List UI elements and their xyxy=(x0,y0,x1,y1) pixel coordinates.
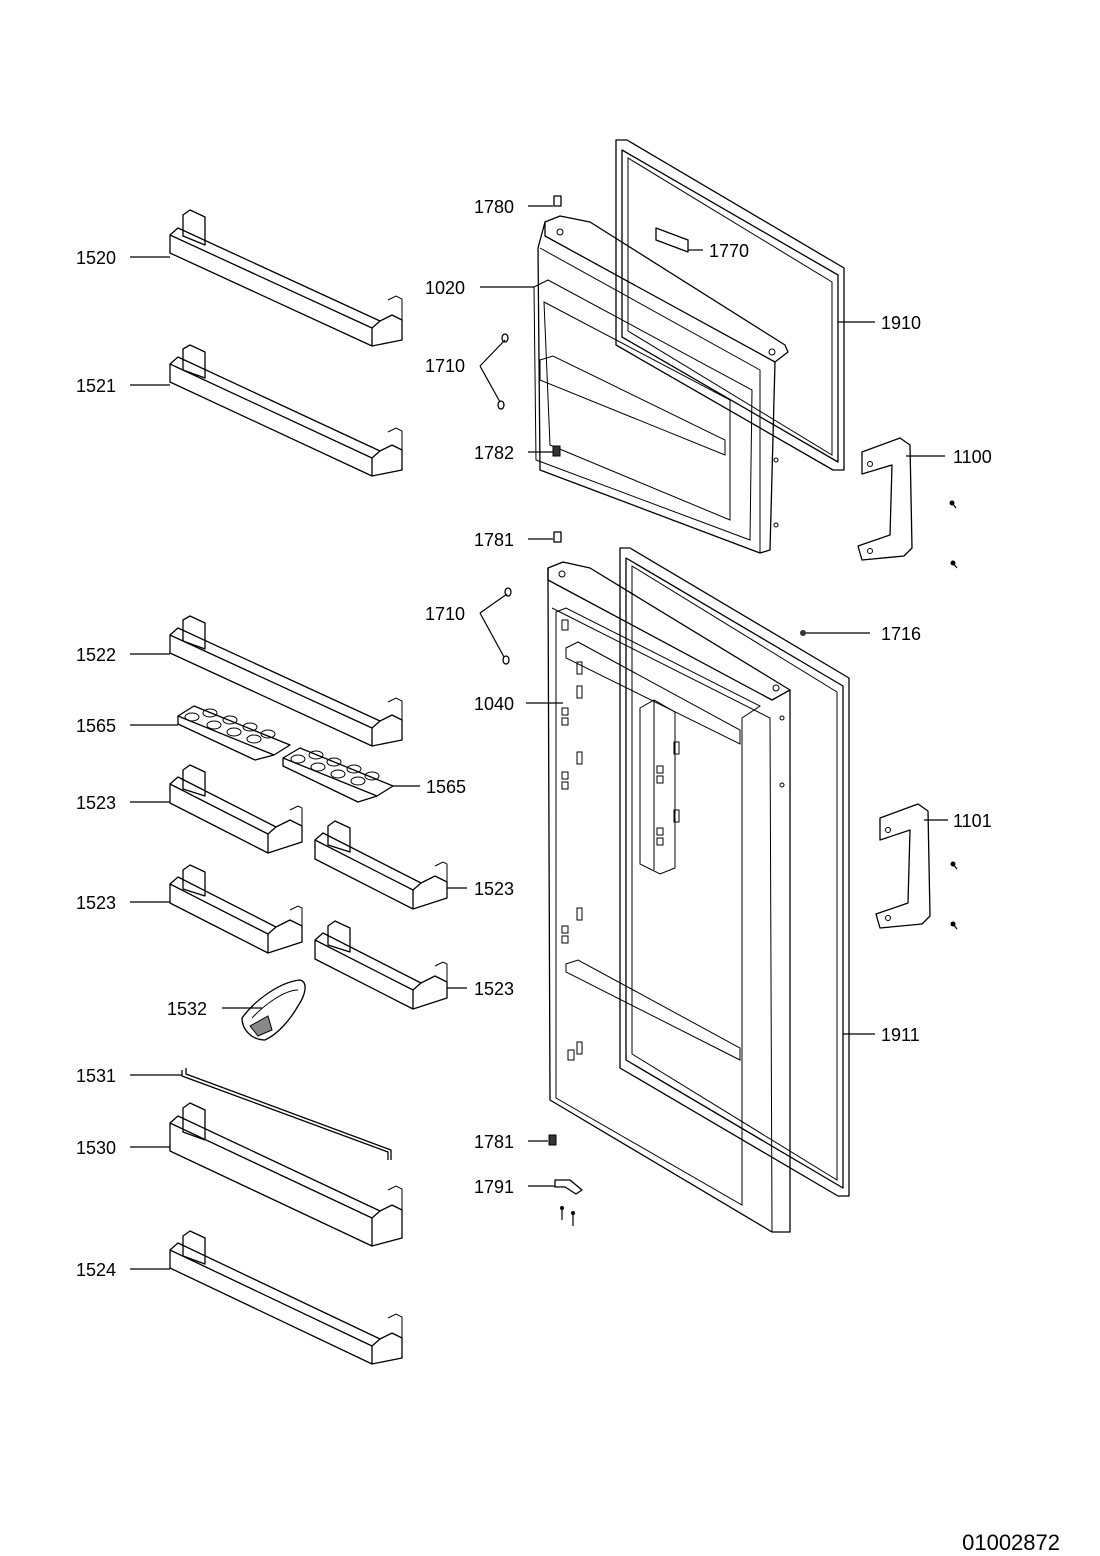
hinge-bracket-1791: 1791 xyxy=(474,1177,583,1226)
door-shelf-1522: 1522 xyxy=(76,615,403,747)
label-1020: 1020 xyxy=(425,278,465,298)
fridge-door-gasket-1911: 1911 xyxy=(619,547,920,1197)
label-1565-right: 1565 xyxy=(426,777,466,797)
label-1523-b: 1523 xyxy=(474,879,514,899)
label-1523-c: 1523 xyxy=(76,893,116,913)
shelf-clip-1532: 1532 xyxy=(167,979,306,1041)
label-1100: 1100 xyxy=(953,447,992,467)
label-1532: 1532 xyxy=(167,999,207,1019)
door-handle-1100: 1100 xyxy=(857,437,992,569)
door-shelf-1523-d: 1523 xyxy=(314,920,514,1010)
shelf-rod-1531: 1531 xyxy=(76,1066,392,1160)
label-1040: 1040 xyxy=(474,694,514,714)
label-1710-upper: 1710 xyxy=(425,356,465,376)
hinge-bushing-1782: 1782 xyxy=(474,443,561,463)
label-1791: 1791 xyxy=(474,1177,514,1197)
label-1781-lower: 1781 xyxy=(474,1132,514,1152)
door-stop-1710-lower: 1710 xyxy=(425,587,512,665)
egg-tray-1565-right: 1565 xyxy=(282,747,466,803)
door-shelf-1524: 1524 xyxy=(76,1230,403,1365)
drawing-number: 01002872 xyxy=(962,1530,1060,1555)
label-1565-left: 1565 xyxy=(76,716,116,736)
door-shelf-1530: 1530 xyxy=(76,1102,403,1247)
label-plate-1770: 1770 xyxy=(655,227,749,261)
label-1531: 1531 xyxy=(76,1066,116,1086)
fridge-door-1040: 1040 xyxy=(474,561,791,1233)
label-1520: 1520 xyxy=(76,248,116,268)
label-1101: 1101 xyxy=(953,811,992,831)
label-1530: 1530 xyxy=(76,1138,116,1158)
freezer-door-gasket-1910: 1910 xyxy=(615,139,921,471)
door-handle-1101: 1101 xyxy=(875,803,992,930)
label-1780: 1780 xyxy=(474,197,514,217)
label-1911: 1911 xyxy=(881,1025,920,1045)
door-shelf-1523-a: 1523 xyxy=(76,764,303,854)
label-1523-d: 1523 xyxy=(474,979,514,999)
hinge-bushing-1781-upper: 1781 xyxy=(474,530,562,550)
hinge-bushing-1781-lower: 1781 xyxy=(474,1132,557,1152)
door-stop-1710-upper: 1710 xyxy=(425,333,509,410)
label-1782: 1782 xyxy=(474,443,514,463)
freezer-door-1020: 1020 xyxy=(425,215,789,554)
label-1910: 1910 xyxy=(881,313,921,333)
label-1781-upper: 1781 xyxy=(474,530,514,550)
label-1523-a: 1523 xyxy=(76,793,116,813)
label-1521: 1521 xyxy=(76,376,116,396)
door-shelf-1523-c: 1523 xyxy=(76,864,303,954)
door-shelf-1521: 1521 xyxy=(76,344,403,477)
egg-tray-1565-left: 1565 xyxy=(76,705,291,761)
label-1522: 1522 xyxy=(76,645,116,665)
door-shelf-1520: 1520 xyxy=(76,209,403,347)
label-1524: 1524 xyxy=(76,1260,116,1280)
label-1770: 1770 xyxy=(709,241,749,261)
label-1710-lower: 1710 xyxy=(425,604,465,624)
door-shelf-1523-b: 1523 xyxy=(314,820,514,910)
screw-plug-1716: 1716 xyxy=(800,624,921,644)
hinge-bushing-1780: 1780 xyxy=(474,195,562,217)
label-1716: 1716 xyxy=(881,624,921,644)
